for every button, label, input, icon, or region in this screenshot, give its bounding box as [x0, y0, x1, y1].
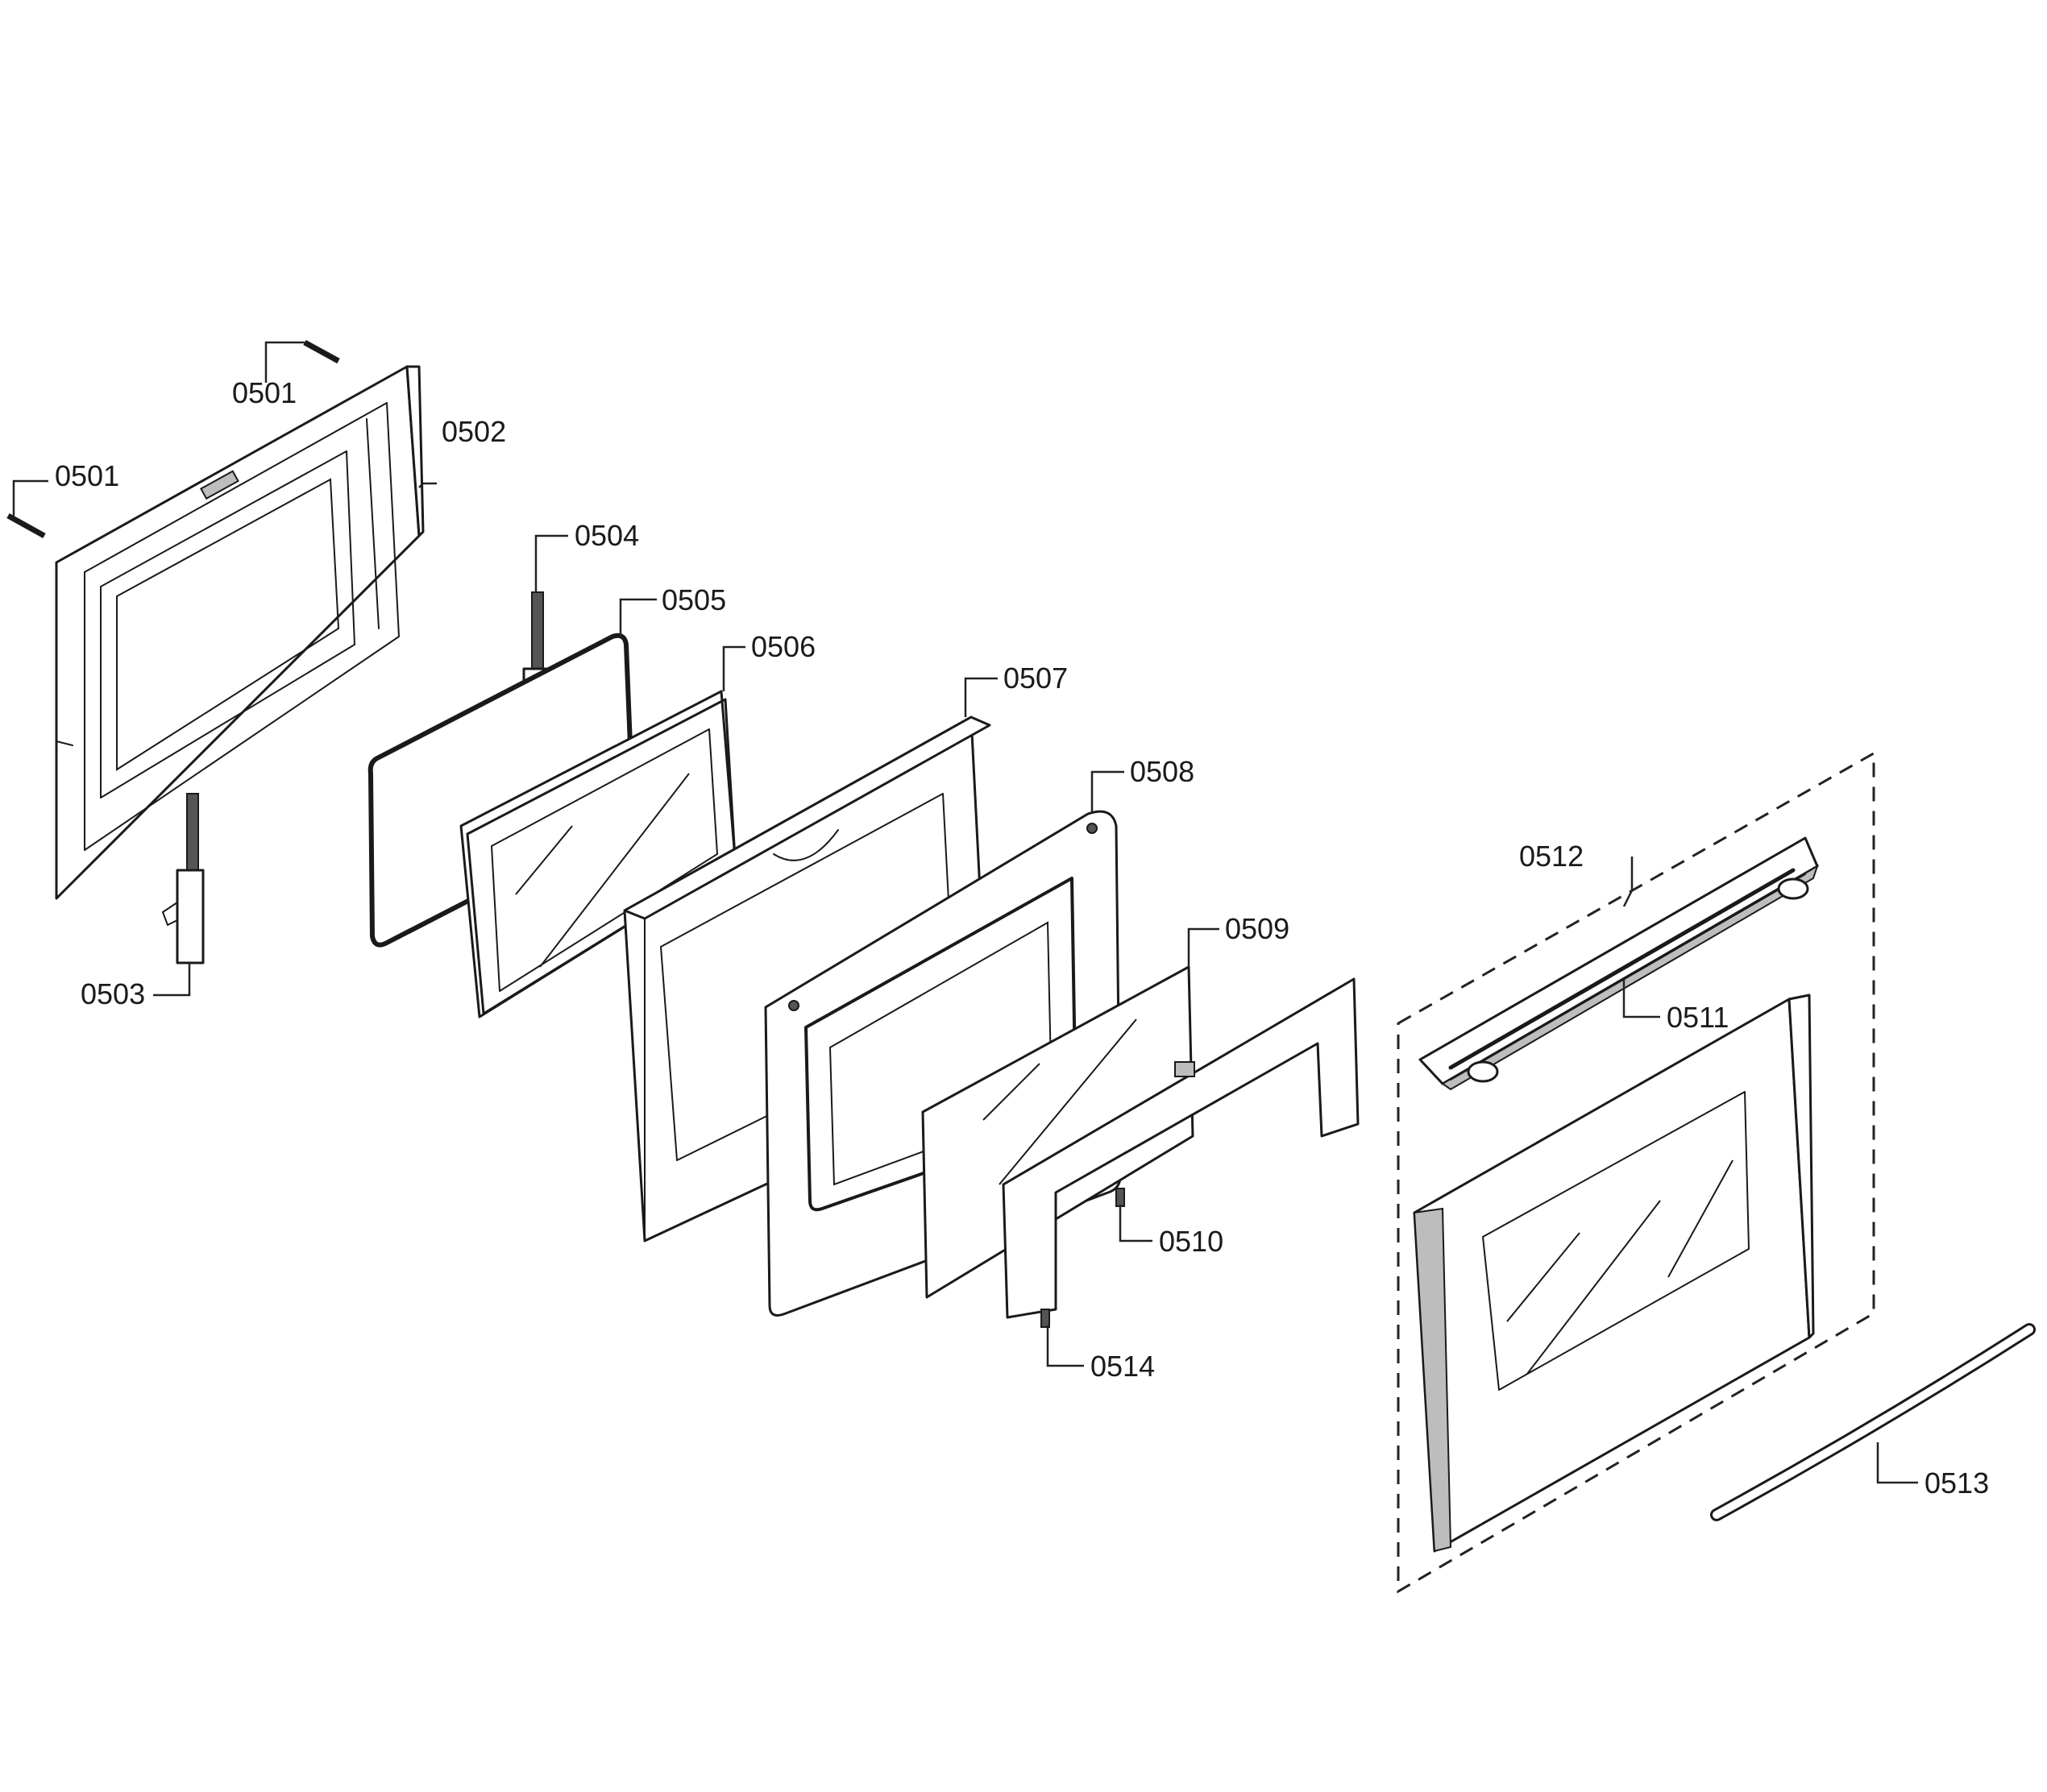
part-0506-glass-pack: [459, 690, 737, 1018]
callout-0508: 0508: [1130, 755, 1194, 788]
part-0512-top-trim: [1418, 836, 1819, 1091]
callout-0503: 0503: [81, 977, 145, 1010]
part-0503-hinge: [162, 793, 205, 964]
part-0501-hinge-pin-top: [303, 339, 340, 364]
callout-0507: 0507: [1003, 662, 1068, 695]
callout-0511: 0511: [1667, 1001, 1729, 1034]
part-0502-inner-door-frame: [55, 365, 425, 900]
callout-0501-top: 0501: [232, 376, 297, 409]
part-outer-door-panel: [1413, 993, 1815, 1553]
callout-0513: 0513: [1925, 1466, 1989, 1500]
callout-0501-left: 0501: [55, 459, 119, 492]
callout-0505: 0505: [662, 583, 726, 616]
part-0501-hinge-pin-left: [6, 512, 46, 539]
outer-door-assembly-group: [1397, 751, 1875, 1594]
part-0514-glass-holder: [1002, 977, 1360, 1328]
callout-0509: 0509: [1225, 912, 1289, 945]
callout-0510: 0510: [1159, 1225, 1223, 1258]
part-0510-clip: [1115, 1188, 1125, 1207]
part-0511-rail: [1448, 868, 1809, 1083]
part-0513-door-handle: [1710, 1323, 2036, 1521]
callout-labels: 0501 0501 0502 0503 0504 0505 0506 0507 …: [55, 376, 1989, 1500]
callout-0514: 0514: [1090, 1350, 1155, 1383]
leader-lines: [12, 341, 1918, 1484]
callout-0504: 0504: [575, 519, 639, 552]
callout-0506: 0506: [751, 630, 816, 663]
callout-0502: 0502: [442, 415, 506, 448]
callout-0512: 0512: [1519, 840, 1584, 873]
part-0509-inner-glass: [921, 965, 1194, 1299]
